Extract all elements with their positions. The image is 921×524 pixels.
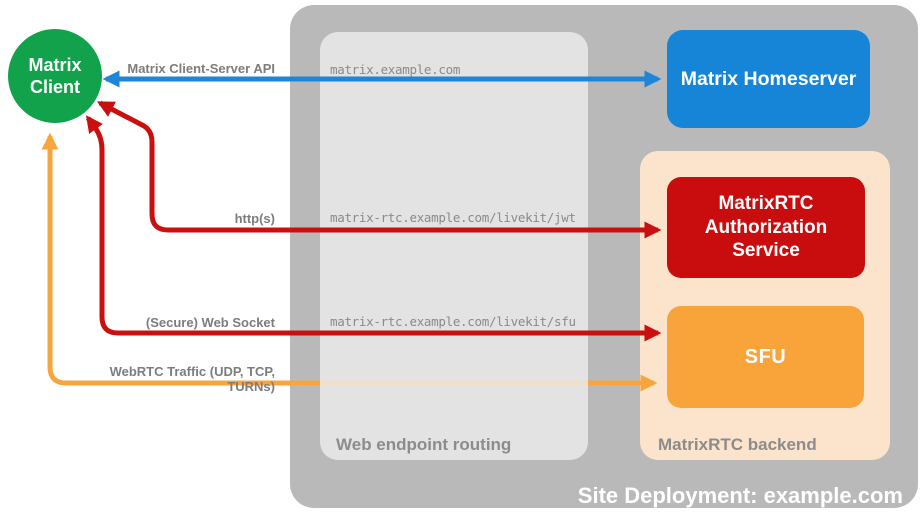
websocket-label: (Secure) Web Socket	[145, 315, 275, 330]
matrixrtc-auth-service-node: MatrixRTC Authorization Service	[667, 177, 865, 278]
sfu-node: SFU	[667, 306, 864, 408]
sfu-label: SFU	[744, 345, 787, 368]
web-routing-label: Web endpoint routing	[336, 435, 512, 454]
route-livekit-jwt: matrix-rtc.example.com/livekit/jwt	[330, 210, 576, 225]
webrtc-traffic-label: WebRTC Traffic (UDP, TCP, TURNs)	[109, 364, 275, 394]
matrix-client-label: Matrix Client	[28, 54, 82, 98]
client-server-api-label: Matrix Client-Server API	[127, 61, 275, 76]
matrixrtc-auth-service-label: MatrixRTC Authorization Service	[704, 192, 828, 262]
https-label: http(s)	[234, 211, 275, 226]
matrix-homeserver-label: Matrix Homeserver	[680, 67, 857, 90]
rtc-backend-label: MatrixRTC backend	[658, 435, 817, 454]
matrix-homeserver-node: Matrix Homeserver	[667, 30, 870, 128]
route-matrix-example: matrix.example.com	[330, 62, 461, 77]
route-livekit-sfu: matrix-rtc.example.com/livekit/sfu	[330, 314, 576, 329]
site-deployment-label: Site Deployment: example.com	[577, 483, 903, 508]
matrix-client-node: Matrix Client	[8, 29, 102, 123]
